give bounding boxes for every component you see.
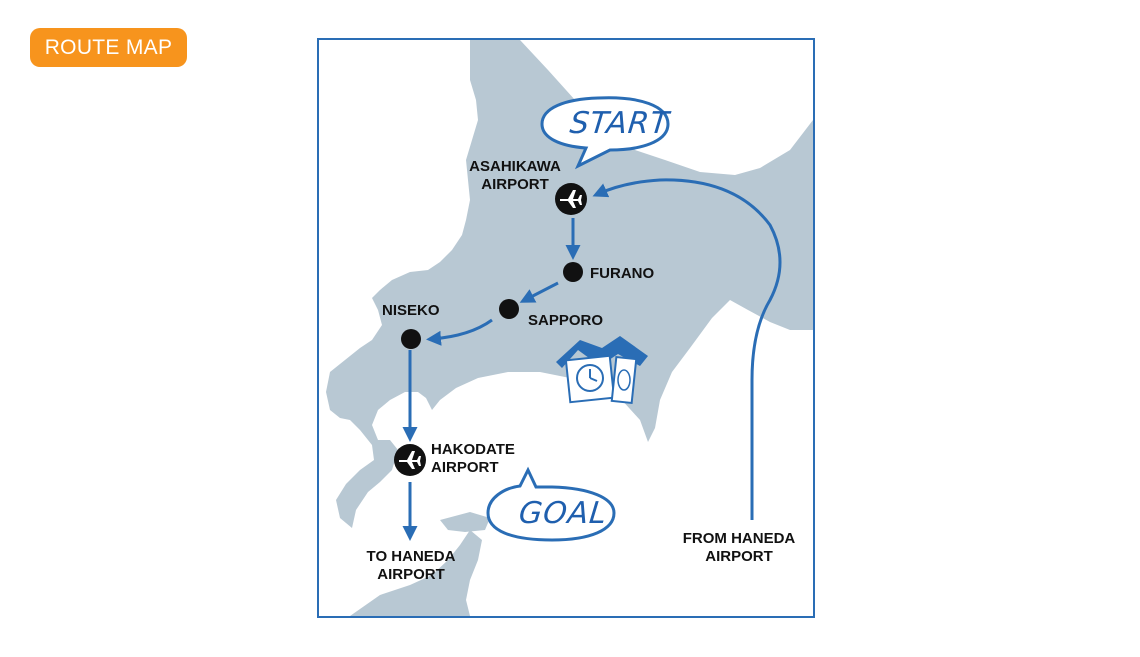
route-furano-sapporo <box>519 281 559 303</box>
goal-bubble <box>486 466 616 542</box>
hakodate-label: HAKODATE AIRPORT <box>431 441 515 476</box>
niseko-label: NISEKO <box>382 302 440 319</box>
goal-label: GOAL <box>517 496 609 531</box>
hokkaido-landmass <box>326 40 813 528</box>
airport-icon <box>394 444 426 476</box>
clock-tower-icon <box>556 336 648 405</box>
start-bubble <box>540 96 670 170</box>
asahikawa-label: ASAHIKAWA AIRPORT <box>469 158 561 193</box>
route-sapporo-niseko <box>426 318 493 346</box>
niseko-dot <box>401 329 421 349</box>
start-label: START <box>568 106 672 141</box>
airport-icon <box>555 183 587 215</box>
sapporo-dot <box>499 299 519 319</box>
furano-dot <box>563 262 583 282</box>
to-haneda-label: TO HANEDA AIRPORT <box>366 548 456 583</box>
furano-label: FURANO <box>590 265 655 282</box>
from-haneda-label: FROM HANEDA AIRPORT <box>682 530 796 565</box>
sapporo-label: SAPPORO <box>528 312 604 329</box>
route-map-badge: ROUTE MAP <box>30 28 187 67</box>
route-from-haneda <box>592 178 782 520</box>
